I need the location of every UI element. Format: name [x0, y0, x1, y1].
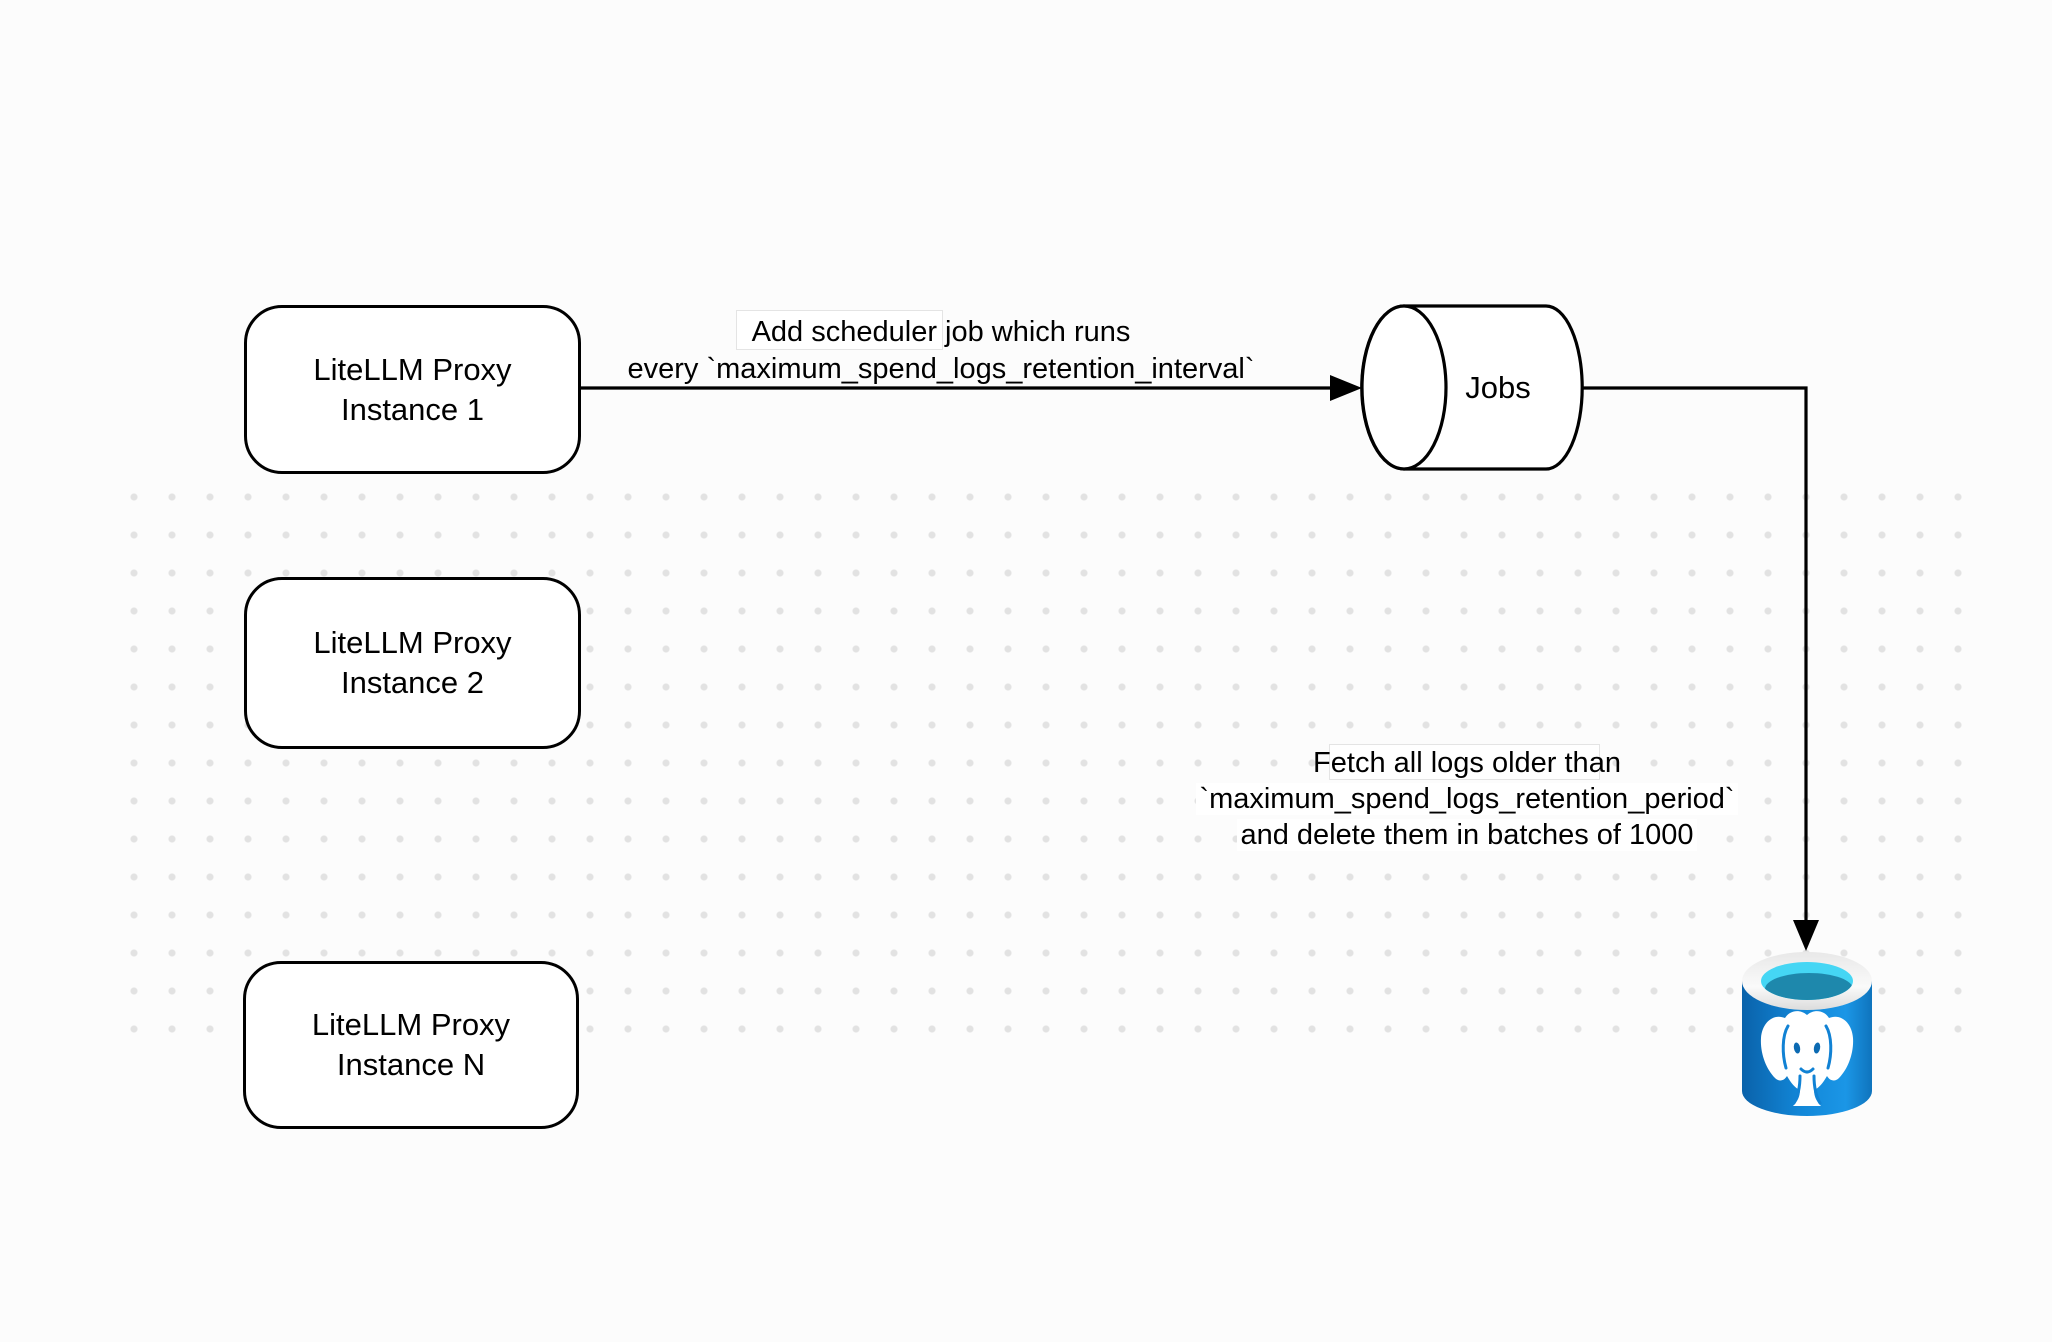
node-label-line: LiteLLM Proxy [313, 625, 512, 660]
edge-cleanup-arrow[interactable] [1583, 386, 1819, 951]
node-label-line: LiteLLM Proxy [311, 1007, 511, 1042]
edge-label-line: Fetch all logs older than [1313, 747, 1621, 779]
postgresql-database-icon[interactable] [1742, 952, 1872, 1116]
node-label-line: Instance N [336, 1047, 486, 1082]
edge-scheduler-label[interactable]: Add scheduler job which runs every `maxi… [591, 314, 1291, 388]
edge-label-line: Add scheduler job which runs [751, 316, 1131, 348]
edge-label-line: `maximum_spend_logs_retention_period` [1196, 783, 1738, 815]
node-label-line: Instance 2 [340, 665, 485, 700]
jobs-label: Jobs [1465, 370, 1530, 405]
arrowhead-down-icon [1793, 920, 1819, 951]
arrowhead-right-icon [1330, 375, 1362, 401]
node-litellm-proxy-instance-n[interactable]: LiteLLM Proxy Instance N [243, 961, 579, 1129]
postgres-elephant-icon [1760, 1011, 1854, 1106]
edge-label-line: and delete them in batches of 1000 [1237, 819, 1697, 851]
label-highlight-box [1329, 744, 1600, 780]
edge-label-line: every `maximum_spend_logs_retention_inte… [627, 353, 1255, 385]
edge-cleanup-label[interactable]: Fetch all logs older than `maximum_spend… [1117, 745, 1817, 853]
node-litellm-proxy-instance-1[interactable]: LiteLLM Proxy Instance 1 [244, 305, 581, 474]
node-label-line: Instance 1 [340, 391, 485, 427]
node-jobs-cylinder[interactable]: Jobs [1360, 304, 1584, 471]
edge-scheduler-arrow[interactable] [577, 375, 1362, 401]
node-label-line: LiteLLM Proxy [313, 351, 512, 387]
dot-grid-background [115, 478, 1977, 1048]
label-highlight-box [736, 310, 943, 350]
node-litellm-proxy-instance-2[interactable]: LiteLLM Proxy Instance 2 [244, 577, 581, 749]
